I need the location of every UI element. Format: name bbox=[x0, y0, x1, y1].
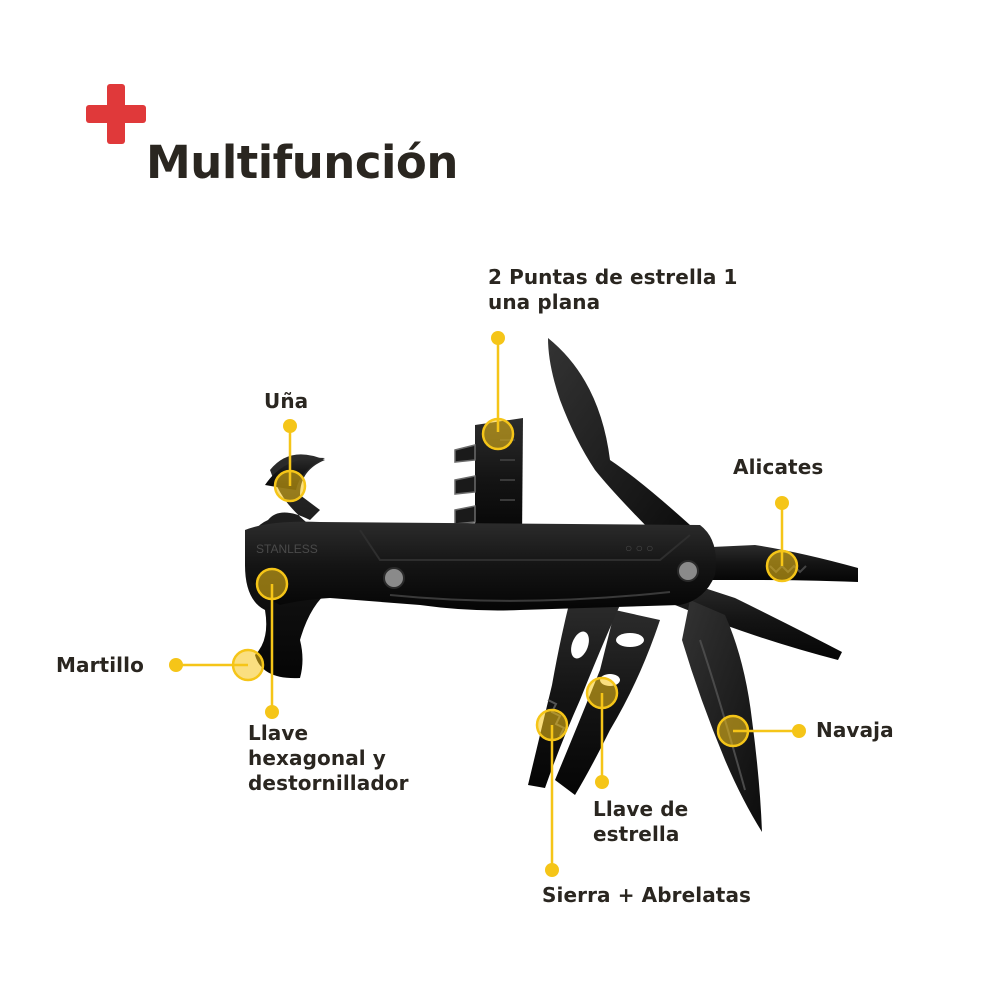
curved-file-blade bbox=[548, 338, 690, 540]
handle-inner-contour bbox=[359, 529, 691, 561]
star-wrench-slot-1 bbox=[616, 633, 644, 647]
callout-label-hex-key: Llave hexagonal y destornillador bbox=[248, 721, 409, 795]
brand-engraving: STANLESS bbox=[256, 542, 318, 556]
knife-blade bbox=[682, 600, 762, 832]
bit-3 bbox=[454, 505, 476, 525]
rivet-left bbox=[383, 567, 405, 589]
callout-dot-bits bbox=[491, 331, 505, 345]
callout-label-saw: Sierra + Abrelatas bbox=[542, 883, 752, 907]
plus-icon-vertical-bar bbox=[107, 84, 125, 144]
callout-dot-star-wrench bbox=[595, 775, 609, 789]
callout-label-claw: Uña bbox=[264, 389, 309, 413]
bit-2 bbox=[454, 475, 476, 495]
saw-opener-hole bbox=[571, 631, 589, 659]
page-title: Multifunción bbox=[146, 136, 458, 189]
rivet-right bbox=[677, 560, 699, 582]
callout-dot-hex-key bbox=[265, 705, 279, 719]
callout-ring-knife bbox=[716, 714, 750, 748]
callout-end-dots bbox=[169, 331, 806, 877]
callout-ring-claw bbox=[273, 469, 307, 503]
plus-icon bbox=[86, 84, 146, 144]
callout-dot-pliers bbox=[775, 496, 789, 510]
callout-dot-hammer bbox=[169, 658, 183, 672]
callout-target-rings bbox=[231, 417, 799, 748]
callout-label-knife: Navaja bbox=[816, 718, 894, 742]
handle-dots: ○ ○ ○ bbox=[625, 541, 653, 555]
bit-1 bbox=[454, 444, 476, 463]
callout-ring-bits bbox=[481, 417, 515, 451]
callout-ring-hammer bbox=[231, 648, 265, 682]
handle-groove bbox=[389, 591, 671, 602]
callout-dot-saw bbox=[545, 863, 559, 877]
callout-dot-claw bbox=[283, 419, 297, 433]
callout-label-star-wrench: Llave de estrella bbox=[593, 797, 689, 846]
pliers-bottom-jaw bbox=[675, 580, 842, 660]
callout-ring-pliers bbox=[765, 549, 799, 583]
bit-holder bbox=[475, 418, 523, 540]
callout-ring-saw bbox=[535, 708, 569, 742]
callout-label-pliers: Alicates bbox=[733, 455, 824, 479]
callout-dot-knife bbox=[792, 724, 806, 738]
tool-handle bbox=[245, 521, 716, 611]
callout-label-hammer: Martillo bbox=[56, 653, 144, 677]
callout-label-bits: 2 Puntas de estrella 1 una plana bbox=[488, 265, 738, 314]
callout-ring-hex-key bbox=[255, 567, 289, 601]
knife-edge-highlight bbox=[699, 639, 746, 791]
callout-ring-star-wrench bbox=[585, 676, 619, 710]
